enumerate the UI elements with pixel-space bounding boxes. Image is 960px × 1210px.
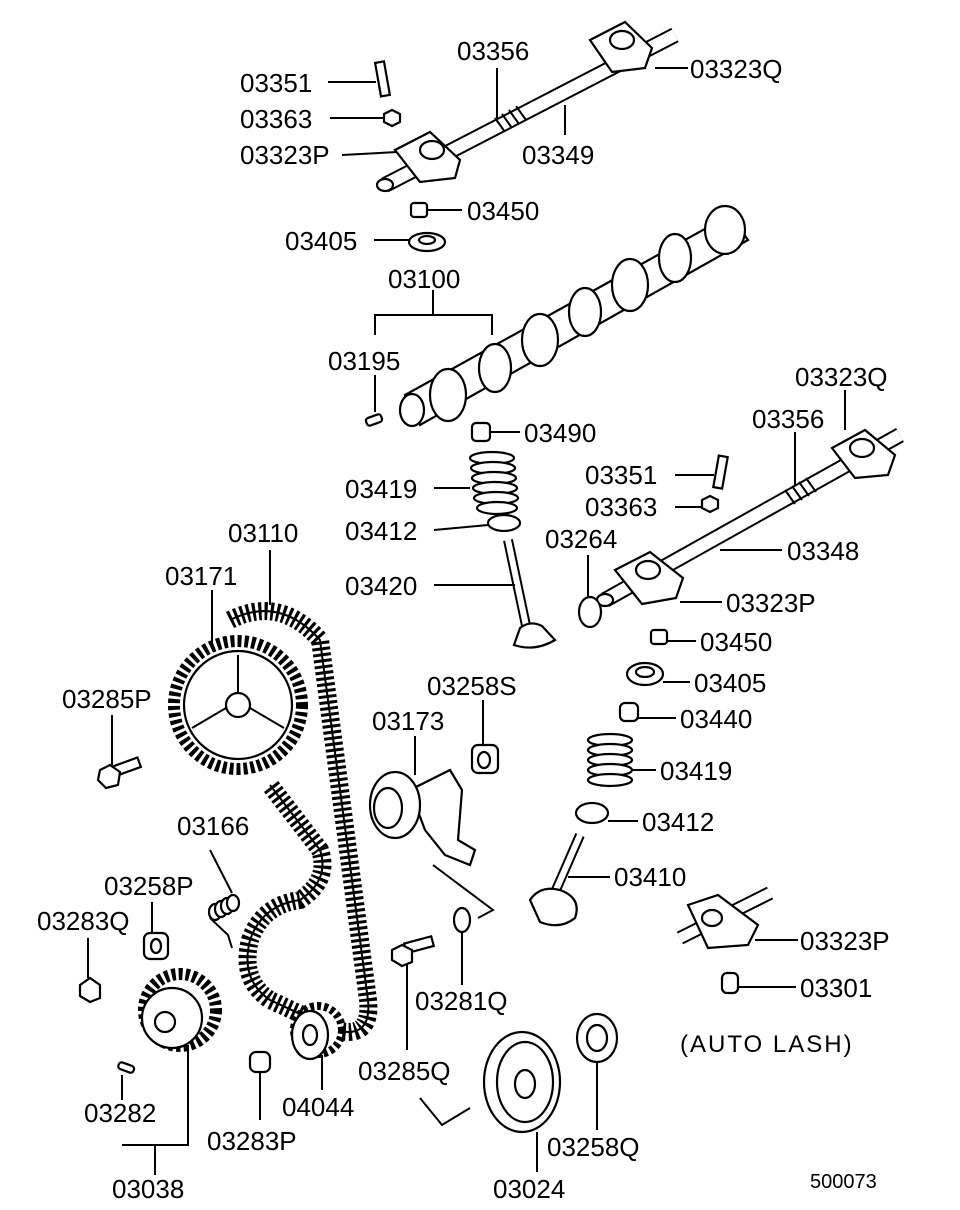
- label-03258P: 03258P: [104, 871, 194, 901]
- label-03264: 03264: [545, 524, 617, 554]
- label-03285Q: 03285Q: [358, 1056, 451, 1086]
- oring-03264: [577, 595, 603, 629]
- seal-03412-right: [574, 801, 610, 825]
- rocker-arm-auto-lash: [676, 886, 774, 950]
- label-03171: 03171: [165, 561, 237, 591]
- label-03283Q: 03283Q: [37, 906, 130, 936]
- seal-03412-upper: [486, 513, 522, 533]
- label-03348: 03348: [787, 536, 859, 566]
- part-labels: 03356 03323Q 03351 03363 03323P 03349 03…: [37, 36, 890, 1204]
- seat-03405-right: [625, 661, 665, 687]
- lifter-03440: [618, 701, 640, 723]
- label-03356a: 03356: [457, 36, 529, 66]
- label-03110: 03110: [228, 518, 298, 548]
- label-03258Q: 03258Q: [547, 1132, 640, 1162]
- auto-lash-note: (AUTO LASH): [680, 1031, 854, 1058]
- nut-03283P: [248, 1050, 272, 1074]
- label-03363a: 03363: [240, 104, 312, 134]
- spring-03166: [207, 893, 241, 949]
- valve-03410: [528, 833, 585, 927]
- nut-03363-right: [700, 494, 720, 514]
- label-03283P: 03283P: [207, 1126, 297, 1156]
- label-03351b: 03351: [585, 460, 657, 490]
- label-03323Qb: 03323Q: [795, 362, 888, 392]
- spring-03419-upper: [468, 450, 520, 516]
- diagram-code: 500073: [810, 1171, 877, 1193]
- timing-belt-03110: [225, 602, 378, 1041]
- bolt-03285Q: [390, 934, 436, 968]
- nut-03283Q: [78, 976, 102, 1004]
- idler-04044: [290, 1002, 346, 1061]
- cam-sprocket-03171: [168, 635, 308, 775]
- rocker-shaft-upper: [375, 20, 679, 193]
- crank-sprocket-03038: [138, 968, 222, 1052]
- label-03419a: 03419: [345, 474, 417, 504]
- spacer-03258P: [142, 931, 170, 961]
- rocker-shaft-right: [595, 428, 904, 608]
- label-03323Pc: 03323P: [800, 926, 890, 956]
- label-03490: 03490: [524, 418, 596, 448]
- label-03349: 03349: [522, 140, 594, 170]
- label-03258S: 03258S: [427, 671, 517, 701]
- leader-lines: [87, 67, 846, 1175]
- label-03356b: 03356: [752, 404, 824, 434]
- label-03323Qa: 03323Q: [690, 54, 783, 84]
- bolt-03351-right: [712, 454, 729, 490]
- label-03166: 03166: [177, 811, 249, 841]
- label-03323Pa: 03323P: [240, 140, 330, 170]
- label-03405b: 03405: [694, 668, 766, 698]
- label-03412b: 03412: [642, 807, 714, 837]
- label-03363b: 03363: [585, 492, 657, 522]
- key-03282: [117, 1061, 136, 1074]
- seat-03405-upper: [407, 231, 447, 253]
- label-03323Pb: 03323P: [726, 588, 816, 618]
- pin-03195: [364, 413, 384, 427]
- label-03420: 03420: [345, 571, 417, 601]
- cap-03450-upper: [409, 201, 429, 219]
- label-03412a: 03412: [345, 516, 417, 546]
- label-03450a: 03450: [467, 196, 539, 226]
- label-03419b: 03419: [660, 756, 732, 786]
- spring-03419-right: [586, 732, 634, 788]
- bolt-03351-upper: [373, 60, 392, 98]
- label-03282: 03282: [84, 1098, 156, 1128]
- label-03038: 03038: [112, 1174, 184, 1204]
- bolt-03285P: [96, 756, 143, 790]
- label-03450b: 03450: [700, 627, 772, 657]
- camshaft: [398, 204, 750, 428]
- label-03173: 03173: [372, 706, 444, 736]
- label-04044: 04044: [282, 1092, 354, 1122]
- tensioner-03173: [368, 768, 477, 867]
- label-03281Q: 03281Q: [415, 986, 508, 1016]
- valve-03420: [503, 538, 557, 649]
- label-03301: 03301: [800, 973, 872, 1003]
- label-03351a: 03351: [240, 68, 312, 98]
- nut-03363-upper: [382, 108, 402, 128]
- label-03024: 03024: [493, 1174, 565, 1204]
- lifter-03490: [470, 421, 492, 443]
- adjuster-03301: [720, 971, 740, 995]
- label-03405a: 03405: [285, 226, 357, 256]
- cap-03450-right: [649, 628, 669, 646]
- seal-03258Q: [575, 1012, 619, 1064]
- label-03285P: 03285P: [62, 684, 152, 714]
- label-03440: 03440: [680, 704, 752, 734]
- spacer-03258S: [470, 743, 500, 775]
- cover-03024: [482, 1030, 562, 1134]
- label-03100: 03100: [388, 264, 460, 294]
- washer-03281Q: [452, 906, 472, 934]
- label-03410: 03410: [614, 862, 686, 892]
- label-03195: 03195: [328, 346, 400, 376]
